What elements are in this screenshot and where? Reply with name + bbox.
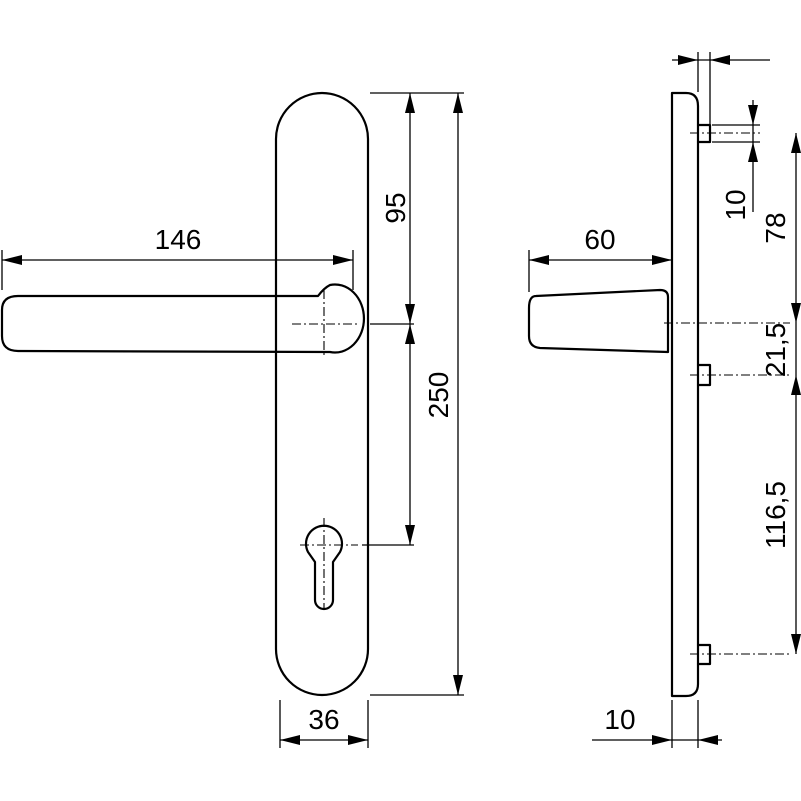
dim-21-5-label: 21,5 [760,323,791,378]
dim-146-label: 146 [155,224,202,255]
dim-95: 95 [380,93,415,324]
dim-95-label: 95 [380,192,411,223]
lever-handle [0,283,365,354]
dim-36-label: 36 [308,704,339,735]
dim-21-5: 21,5 [760,323,801,395]
dim-side-top-width [672,55,770,65]
dim-10-bottom-label: 10 [604,704,635,735]
dim-250: 250 [405,324,454,545]
dim-78: 78 [760,133,801,323]
dim-60-label: 60 [584,224,615,255]
dim-10-top: 10 [720,100,758,221]
dim-10-bottom: 10 [592,704,722,745]
dim-116-5: 116,5 [760,375,801,654]
dim-250-label: 250 [423,372,454,419]
keyhole [304,524,344,611]
dim-plate-height [453,93,463,695]
dim-60: 60 [529,224,672,265]
backplate-outline [274,91,370,697]
dim-10-top-label: 10 [720,189,751,220]
side-lever-handle [527,288,670,354]
side-backplate [670,91,700,698]
dim-36: 36 [280,704,368,745]
dim-78-label: 78 [760,212,791,243]
front-view: 146 95 250 36 [0,91,464,748]
side-view: 10 78 21,5 116,5 60 10 [527,52,801,748]
dim-146: 146 [2,224,353,265]
dim-116-5-label: 116,5 [760,481,791,549]
